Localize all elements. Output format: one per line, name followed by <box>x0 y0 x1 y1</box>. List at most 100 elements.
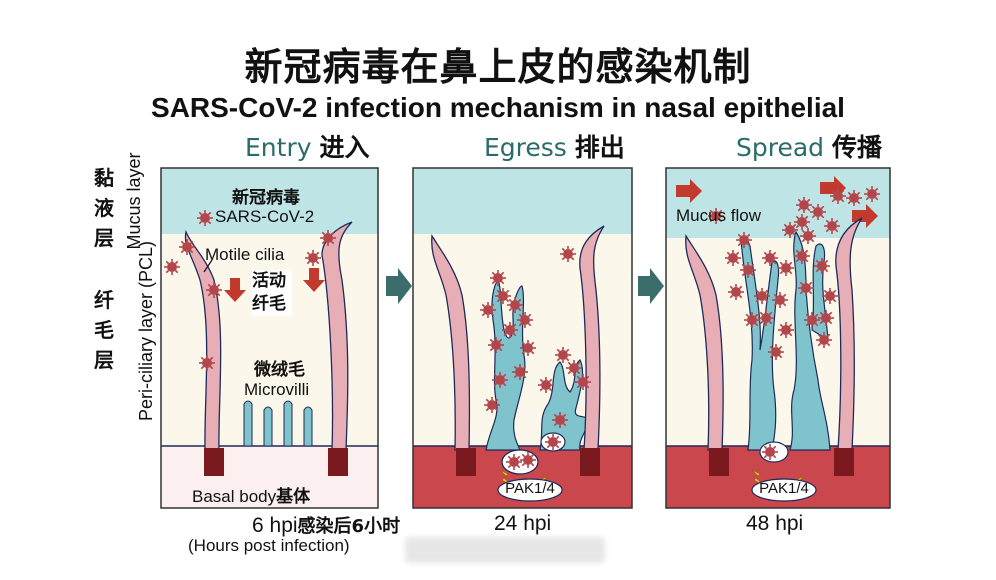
virus-icon <box>559 245 577 263</box>
virus-icon <box>735 231 753 249</box>
cilium <box>835 217 863 451</box>
virus-icon <box>479 301 497 319</box>
time-label-entry: 6 hpi感染后6小时 <box>252 512 400 538</box>
virus-icon <box>198 354 216 372</box>
stage-spread-en: Spread <box>736 133 825 162</box>
virus-icon <box>803 311 821 329</box>
virus-icon <box>501 321 519 339</box>
virus-icon <box>505 453 523 471</box>
basal-label-en: Basal body <box>192 487 277 506</box>
virus-icon <box>797 279 815 297</box>
virus-icon <box>753 287 771 305</box>
right-arrow-icon <box>676 179 702 203</box>
virus-icon <box>767 343 785 361</box>
stage-heading-egress: Egress 排出 <box>484 128 625 164</box>
microvilli-label-cn: 微绒毛 <box>254 360 305 380</box>
stage-spread-cn: 传播 <box>832 133 883 162</box>
basal-body <box>709 448 729 476</box>
time-spread: 48 hpi <box>746 512 804 535</box>
virus-icon <box>544 433 562 451</box>
virus-icon <box>761 249 779 267</box>
virus-icon <box>793 213 811 231</box>
virus-icon <box>489 269 507 287</box>
virus-icon <box>178 238 196 256</box>
virus-icon <box>863 185 881 203</box>
virus-icon <box>777 321 795 339</box>
virus-icon <box>551 411 569 429</box>
virus-icon <box>516 311 534 329</box>
virus-icon <box>511 363 529 381</box>
pak-oval <box>497 478 563 502</box>
basal-body <box>204 448 224 476</box>
virus-icon <box>813 257 831 275</box>
stage-entry-cn: 进入 <box>319 133 370 162</box>
time-egress: 24 hpi <box>494 512 552 535</box>
pak-label-egress: PAK1/4 <box>505 480 555 497</box>
virus-icon <box>757 309 775 327</box>
virus-icon <box>574 373 592 391</box>
cilium <box>579 225 605 451</box>
down-arrow-icon <box>303 268 325 292</box>
panel-entry <box>160 167 379 509</box>
basal-body <box>328 448 348 476</box>
virus-label-en: SARS-CoV-2 <box>215 207 315 226</box>
virus-icon <box>829 187 847 205</box>
down-arrow-icon <box>224 278 246 302</box>
stage-entry-en: Entry <box>245 133 312 162</box>
pak-label-spread: PAK1/4 <box>759 480 809 497</box>
virus-icon <box>761 443 779 461</box>
virus-icon <box>506 296 524 314</box>
cilium <box>685 234 724 451</box>
mucus-flow-label: Mucus flow <box>676 206 762 225</box>
basal-label-cn: 基体 <box>276 487 311 507</box>
virus-icon <box>823 217 841 235</box>
cilium <box>431 234 471 451</box>
virus-icon <box>793 247 811 265</box>
basal-body <box>580 448 600 476</box>
pak-oval <box>751 478 817 502</box>
time-entry: 6 hpi <box>252 514 298 537</box>
pcl-label-cn: 纤毛层 <box>94 288 114 372</box>
virus-icon <box>809 203 827 221</box>
microvilli-label-en: Microvilli <box>244 380 310 399</box>
panel-spread <box>665 167 891 509</box>
cilia-label-en: Motile cilia <box>205 245 285 264</box>
virus-icon <box>565 359 583 377</box>
virus-icon <box>519 451 537 469</box>
virus-icon <box>724 249 742 267</box>
basal-body <box>456 448 476 476</box>
title-chinese: 新冠病毒在鼻上皮的感染机制 <box>244 45 752 89</box>
stage-egress-cn: 排出 <box>574 133 625 162</box>
virus-label-cn: 新冠病毒 <box>232 188 300 208</box>
title-english: SARS-CoV-2 infection mechanism in nasal … <box>151 92 845 123</box>
basal-body-label: Basal body基体 <box>192 482 310 507</box>
branched-microvilli <box>741 237 780 451</box>
watermark-blur <box>405 537 605 563</box>
branched-microvilli <box>485 278 526 451</box>
virus-icon <box>739 261 757 279</box>
next-stage-arrow-icon <box>638 268 664 304</box>
virus-icon <box>537 376 555 394</box>
virus-icon <box>494 287 512 305</box>
stage-heading-spread: Spread 传播 <box>736 128 882 164</box>
virus-icon <box>554 346 572 364</box>
virus-icon <box>845 189 863 207</box>
virus-icon <box>781 221 799 239</box>
virus-icon <box>777 259 795 277</box>
cilia-label-cn: 活动纤毛 <box>252 270 292 316</box>
virus-icon <box>815 331 833 349</box>
virus-icon <box>196 209 214 227</box>
time-entry-cn: 感染后6小时 <box>297 516 401 537</box>
cilium <box>321 221 353 451</box>
next-stage-arrow-icon <box>386 268 412 304</box>
virus-icon <box>727 283 745 301</box>
virus-icon <box>163 258 181 276</box>
virus-icon <box>795 196 813 214</box>
mucus-layer-label-cn: 黏液层 <box>94 166 114 250</box>
virus-icon <box>519 339 537 357</box>
stage-heading-entry: Entry 进入 <box>245 128 370 164</box>
virus-icon <box>821 287 839 305</box>
virus-icon <box>319 229 337 247</box>
basal-body <box>834 448 854 476</box>
